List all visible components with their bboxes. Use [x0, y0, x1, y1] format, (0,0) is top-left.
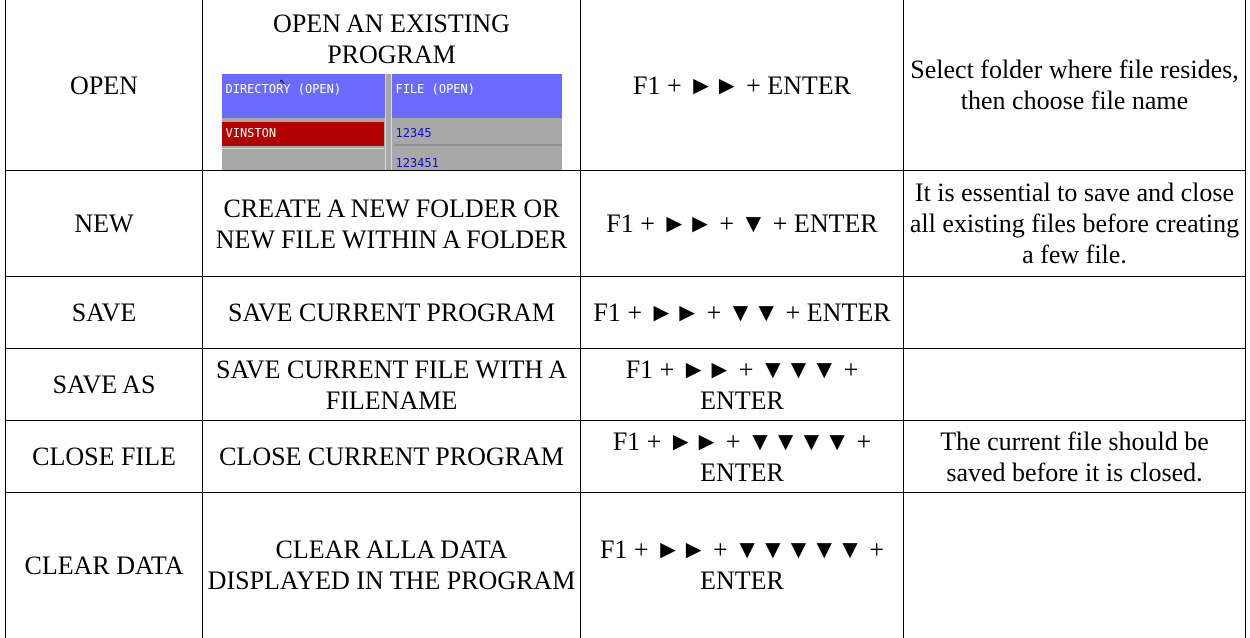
keys-cell: F1 + ►► + ▼ + ENTER: [580, 170, 904, 277]
file-item: 12345: [393, 124, 562, 146]
description-cell: OPEN AN EXISTING PROGRAM DIRECTORY (OPEN…: [202, 0, 581, 171]
file-item: 123451: [395, 156, 439, 170]
notes-cell: [903, 492, 1246, 638]
directory-empty-row: [221, 148, 384, 170]
keys-cell: F1 + ►► + ▼▼▼▼▼ + ENTER: [580, 492, 904, 638]
open-dialog-screenshot: DIRECTORY (OPEN) FILE (OPEN) VINSTON 123…: [221, 74, 562, 170]
directory-header: DIRECTORY (OPEN): [221, 74, 385, 118]
command-cell: NEW: [5, 170, 203, 277]
commands-table: OPEN OPEN AN EXISTING PROGRAM DIRECTORY …: [5, 0, 1246, 638]
notes-cell: [903, 348, 1246, 421]
description-cell: CLEAR ALLA DATA DISPLAYED IN THE PROGRAM: [202, 492, 581, 638]
notes-cell: [903, 276, 1246, 349]
table-row: CLEAR DATA CLEAR ALLA DATA DISPLAYED IN …: [5, 492, 1246, 638]
notes-cell: Select folder where file resides, then c…: [903, 0, 1246, 171]
keys-cell: F1 + ►► + ENTER: [580, 0, 904, 171]
table-row: CLOSE FILE CLOSE CURRENT PROGRAM F1 + ►►…: [5, 420, 1246, 493]
column-divider: [384, 74, 392, 170]
table-row: NEW CREATE A NEW FOLDER OR NEW FILE WITH…: [5, 170, 1246, 277]
table-row: SAVE SAVE CURRENT PROGRAM F1 + ►► + ▼▼ +…: [5, 276, 1246, 349]
command-cell: CLEAR DATA: [5, 492, 203, 638]
description-cell: SAVE CURRENT FILE WITH A FILENAME: [202, 348, 581, 421]
description-cell: SAVE CURRENT PROGRAM: [202, 276, 581, 349]
selected-directory: VINSTON: [221, 122, 384, 146]
keys-cell: F1 + ►► + ▼▼▼▼ + ENTER: [580, 420, 904, 493]
command-cell: OPEN: [5, 0, 203, 171]
command-cell: SAVE AS: [5, 348, 203, 421]
description-cell: CLOSE CURRENT PROGRAM: [202, 420, 581, 493]
table-row: SAVE AS SAVE CURRENT FILE WITH A FILENAM…: [5, 348, 1246, 421]
mouse-cursor-icon: ↖: [279, 76, 286, 87]
command-cell: CLOSE FILE: [5, 420, 203, 493]
description-text: OPEN AN EXISTING PROGRAM: [273, 9, 510, 69]
command-cell: SAVE: [5, 276, 203, 349]
description-cell: CREATE A NEW FOLDER OR NEW FILE WITHIN A…: [202, 170, 581, 277]
notes-cell: It is essential to save and close all ex…: [903, 170, 1246, 277]
table-row: OPEN OPEN AN EXISTING PROGRAM DIRECTORY …: [5, 0, 1246, 171]
keys-cell: F1 + ►► + ▼▼ + ENTER: [580, 276, 904, 349]
file-header: FILE (OPEN): [391, 74, 562, 118]
notes-cell: The current file should be saved before …: [903, 420, 1246, 493]
keys-cell: F1 + ►► + ▼▼▼ + ENTER: [580, 348, 904, 421]
